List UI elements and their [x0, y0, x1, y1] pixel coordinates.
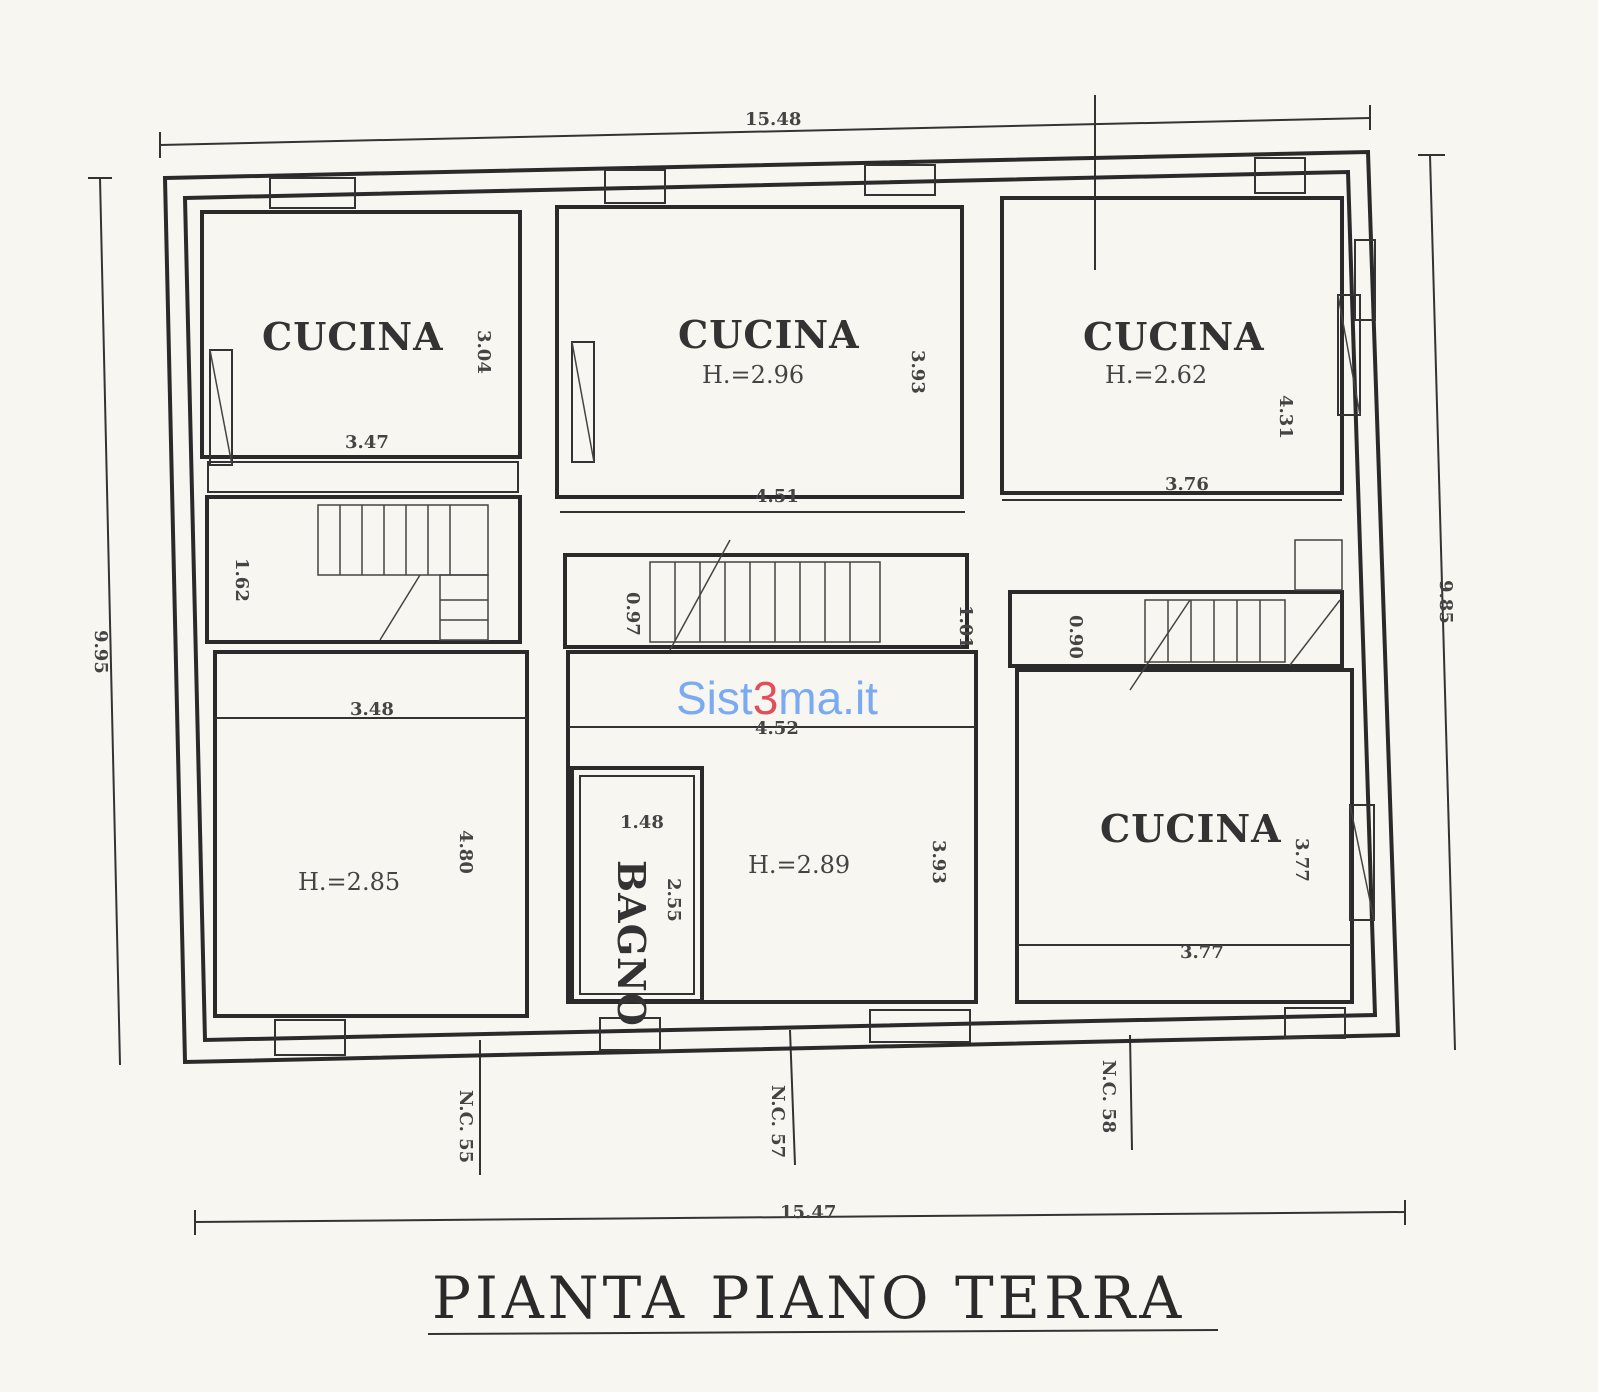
room-depth-3: 4.31 — [1275, 395, 1296, 439]
room-depth-7: 3.77 — [1291, 838, 1312, 882]
watermark-mid: 3 — [753, 672, 779, 724]
room-name-cucina-1: CUCINA — [262, 314, 444, 359]
dim-bottom: 15.47 — [780, 1202, 836, 1223]
room-name-cucina-2: CUCINA — [678, 312, 860, 357]
stairs — [317, 504, 1343, 691]
dim-left: 9.95 — [90, 630, 111, 674]
room-name-bagno: BAGNO — [609, 860, 654, 1027]
interior-walls — [200, 196, 1354, 1018]
windows — [269, 157, 1376, 1056]
room-height-3: H.=2.62 — [1105, 361, 1207, 389]
room-depth-5: 3.93 — [928, 840, 949, 884]
room-depth-2: 3.93 — [907, 350, 928, 394]
stair-dim-left: 1.62 — [231, 558, 252, 602]
room-depth-6: 2.55 — [663, 878, 684, 922]
plan-title: PIANTA PIANO TERRA — [432, 1264, 1185, 1332]
room-height-4: H.=2.85 — [298, 868, 400, 896]
dim-right: 9.85 — [1435, 580, 1456, 624]
watermark: Sist3ma.it — [676, 672, 878, 724]
stair-dim-middle-a: 0.97 — [622, 592, 643, 636]
stair-dim-right: 0.90 — [1065, 615, 1086, 659]
room-width-5: 4.52 — [755, 718, 799, 739]
stair-dim-middle-b: 1.01 — [955, 605, 976, 649]
room-width-4: 3.48 — [350, 699, 394, 720]
room-width-6: 1.48 — [620, 812, 664, 833]
room-width-3: 3.76 — [1165, 474, 1209, 495]
room-name-cucina-4: CUCINA — [1100, 806, 1282, 851]
dimension-lines — [88, 95, 1456, 1235]
watermark-pre: Sist — [676, 672, 753, 724]
room-height-5: H.=2.89 — [748, 851, 850, 879]
room-width-2: 4.51 — [755, 486, 799, 507]
kitchen-fixtures — [209, 294, 1375, 921]
room-height-2: H.=2.96 — [702, 361, 804, 389]
watermark-post: ma.it — [778, 672, 878, 724]
room-depth-1: 3.04 — [473, 330, 494, 374]
room-width-1: 3.47 — [345, 432, 389, 453]
room-depth-4: 4.80 — [455, 830, 476, 874]
civic-number-3: N.C. 58 — [1098, 1060, 1119, 1133]
outer-walls — [162, 149, 1401, 1065]
room-width-7: 3.77 — [1180, 942, 1224, 963]
dim-top: 15.48 — [745, 109, 801, 130]
civic-number-1: N.C. 55 — [455, 1090, 476, 1163]
civic-number-2: N.C. 57 — [767, 1085, 788, 1158]
room-name-cucina-3: CUCINA — [1083, 314, 1265, 359]
